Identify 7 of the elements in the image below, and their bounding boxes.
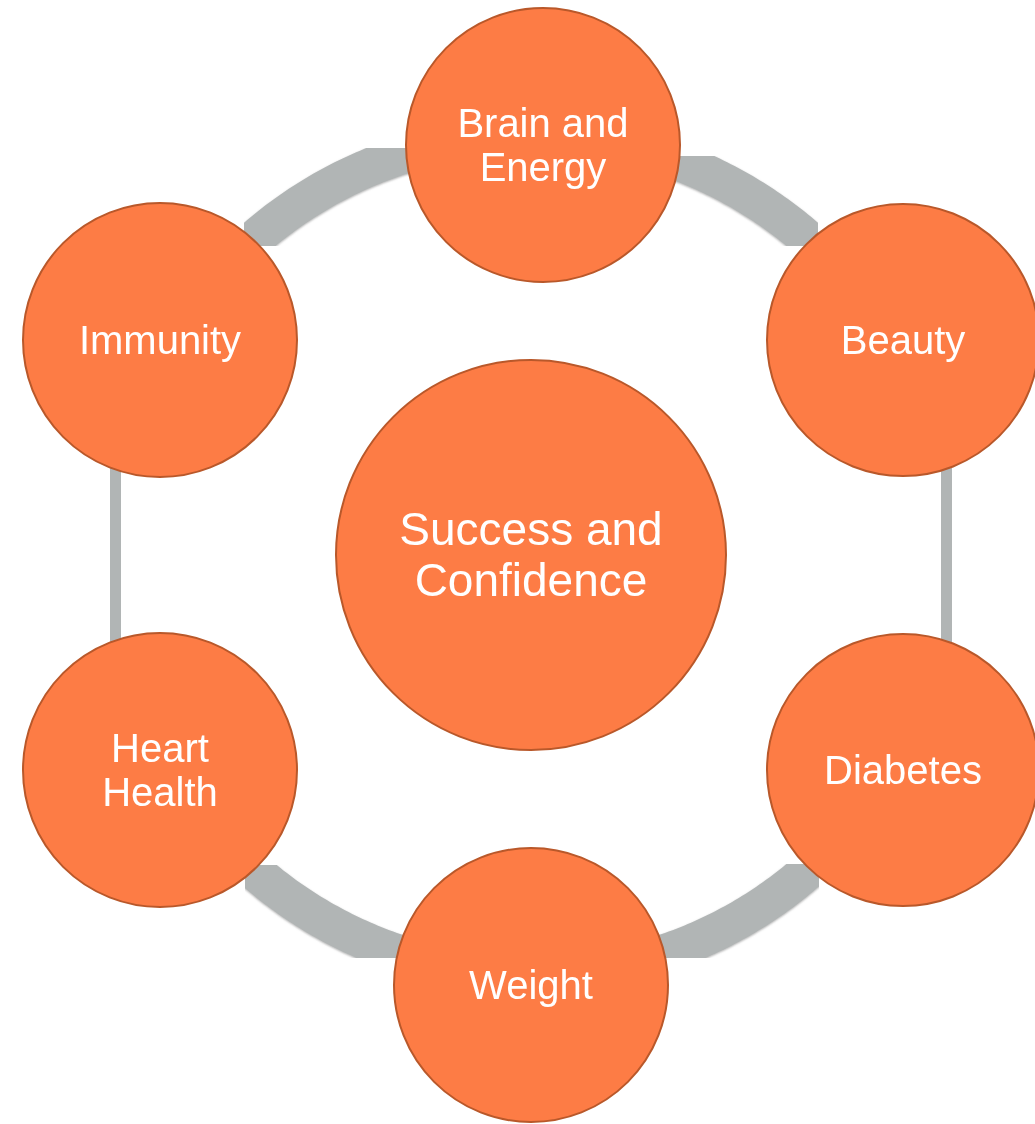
node-label: Brain and Energy bbox=[456, 101, 630, 189]
node-label: Beauty bbox=[840, 318, 966, 362]
node-label: Weight bbox=[469, 963, 593, 1007]
node-label: Diabetes bbox=[824, 748, 982, 792]
node-label: Success and Confidence bbox=[398, 504, 664, 606]
node-label: Heart Health bbox=[101, 726, 219, 814]
node-label: Immunity bbox=[78, 318, 242, 362]
